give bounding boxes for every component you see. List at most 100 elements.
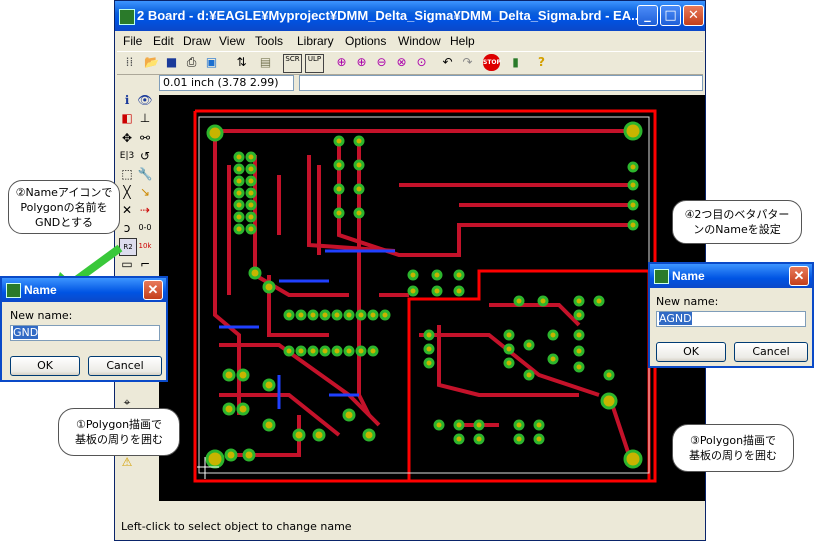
callout-line: ①Polygon描画で xyxy=(75,418,163,431)
errors-icon[interactable]: ⚠ xyxy=(121,455,133,469)
callout-polygon-left: ①Polygon描画で 基板の周りを囲む xyxy=(58,408,180,456)
menu-view[interactable]: View xyxy=(219,34,245,48)
pads xyxy=(205,121,643,469)
ok-button[interactable]: OK xyxy=(656,342,726,362)
dialog-title-bar[interactable]: Name ✕ xyxy=(650,264,812,288)
show-icon[interactable]: 👁 xyxy=(137,93,153,107)
miter-icon[interactable]: ⌐ xyxy=(139,257,151,271)
name-icon[interactable]: R2 xyxy=(119,238,137,256)
eagle-app-icon xyxy=(6,283,21,298)
change-icon[interactable]: 🔧 xyxy=(137,167,153,181)
menu-edit[interactable]: Edit xyxy=(153,34,174,48)
horizontal-scrollbar[interactable] xyxy=(159,501,705,515)
callout-line: ②Nameアイコンで xyxy=(15,186,113,199)
zoom-fit-icon[interactable]: ⊕ xyxy=(336,55,347,69)
open-icon[interactable]: 📂 xyxy=(144,55,159,69)
mark-icon[interactable]: ⊥ xyxy=(139,111,151,125)
callout-line: ③Polygon描画で xyxy=(689,434,777,447)
new-name-label: New name: xyxy=(656,295,719,308)
undo-icon[interactable]: ↶ xyxy=(442,55,453,69)
toolbar: ⁞⁞ 📂 ■ ⎙ ▣ ⇅ ▤ SCR ULP ⊕ ⊕ ⊖ ⊗ ⊙ ↶ ↷ STO… xyxy=(117,51,703,75)
traces xyxy=(213,129,631,457)
mirror-icon[interactable]: E|3 xyxy=(119,151,135,161)
menu-window[interactable]: Window xyxy=(398,34,441,48)
stop-icon[interactable]: STOP xyxy=(483,54,501,71)
minimize-button[interactable]: _ xyxy=(637,5,658,26)
menu-tools[interactable]: Tools xyxy=(255,34,284,48)
copy-icon[interactable]: ⚯ xyxy=(139,131,151,145)
dialog-title: Name xyxy=(24,283,57,297)
callout-line: 基板の周りを囲む xyxy=(75,433,163,446)
info-icon[interactable]: ℹ xyxy=(124,93,130,107)
cancel-button[interactable]: Cancel xyxy=(734,342,808,362)
eagle-app-icon xyxy=(119,9,135,25)
drc-icon[interactable]: ⌖ xyxy=(123,395,131,409)
command-line-input[interactable] xyxy=(299,75,703,91)
add-icon[interactable]: ✕ xyxy=(121,203,133,217)
menu-bar: File Edit Draw View Tools Library Option… xyxy=(117,32,703,50)
smash-icon[interactable]: ▭ xyxy=(121,257,133,271)
airwires xyxy=(219,249,395,409)
callout-name-icon: ②Nameアイコンで Polygonの名前を GNDとする xyxy=(8,180,120,234)
new-name-input[interactable]: GND xyxy=(10,325,160,341)
cancel-button[interactable]: Cancel xyxy=(88,356,162,376)
ok-button[interactable]: OK xyxy=(10,356,80,376)
value-icon[interactable]: 10k xyxy=(138,242,152,250)
gnd-polygon-outline xyxy=(193,109,657,483)
menu-draw[interactable]: Draw xyxy=(183,34,212,48)
callout-line: ンのNameを設定 xyxy=(693,223,781,236)
close-button[interactable]: ✕ xyxy=(683,5,704,26)
delete-icon[interactable]: ↘ xyxy=(139,185,151,199)
zoom-redraw-icon[interactable]: ⊗ xyxy=(396,55,407,69)
callout-line: GNDとする xyxy=(35,216,93,229)
zoom-out-icon[interactable]: ⊖ xyxy=(376,55,387,69)
pcb-drawing xyxy=(193,109,657,483)
zoom-select-icon[interactable]: ⊙ xyxy=(416,55,427,69)
coordinate-display: 0.01 inch (3.78 2.99) xyxy=(159,75,294,91)
library-icon[interactable]: ▤ xyxy=(259,55,272,69)
move-icon[interactable]: ✥ xyxy=(121,131,133,145)
go-icon[interactable]: ▮ xyxy=(512,55,519,69)
ulp-icon[interactable]: ULP xyxy=(305,54,324,73)
new-name-value: AGND xyxy=(659,312,692,325)
maximize-button[interactable]: □ xyxy=(660,5,681,26)
window-title: 2 Board - d:¥EAGLE¥Myproject¥DMM_Delta_S… xyxy=(137,8,642,23)
cursor-crosshair xyxy=(197,457,219,479)
dialog-title: Name xyxy=(672,269,705,283)
display-icon[interactable]: ◧ xyxy=(121,111,133,125)
callout-line: 基板の周りを囲む xyxy=(689,449,777,462)
left-toolbox: ℹ 👁 ◧ ⊥ ✥ ⚯ E|3 ↺ ⬚ 🔧 ╳ ↘ ✕ ⇢ ↄ 0-0 R2 1… xyxy=(117,74,157,514)
save-icon[interactable]: ■ xyxy=(165,55,178,69)
title-bar[interactable]: 2 Board - d:¥EAGLE¥Myproject¥DMM_Delta_S… xyxy=(115,1,705,31)
redo-icon[interactable]: ↷ xyxy=(462,55,473,69)
menu-file[interactable]: File xyxy=(123,34,143,48)
new-name-input[interactable]: AGND xyxy=(656,311,806,327)
menu-options[interactable]: Options xyxy=(345,34,387,48)
dialog-close-button[interactable]: ✕ xyxy=(789,266,809,286)
replace-icon[interactable]: ↄ xyxy=(123,221,131,235)
pinswap-icon[interactable]: ⇢ xyxy=(139,203,151,217)
dialog-close-button[interactable]: ✕ xyxy=(143,280,163,300)
callout-line: ④2つ目のベタパター xyxy=(684,208,790,221)
rotate-icon[interactable]: ↺ xyxy=(139,149,151,163)
paste-icon[interactable]: ╳ xyxy=(123,185,131,199)
menu-library[interactable]: Library xyxy=(297,34,334,48)
board-canvas[interactable] xyxy=(159,95,705,501)
callout-name-second: ④2つ目のベタパター ンのNameを設定 xyxy=(672,200,802,244)
callout-polygon-right: ③Polygon描画で 基板の周りを囲む xyxy=(672,424,794,472)
new-name-label: New name: xyxy=(10,309,73,322)
menu-help[interactable]: Help xyxy=(450,34,475,48)
eagle-board-window: 2 Board - d:¥EAGLE¥Myproject¥DMM_Delta_S… xyxy=(114,0,706,541)
new-name-value: GND xyxy=(13,326,39,339)
eagle-app-icon xyxy=(654,269,669,284)
script-icon[interactable]: SCR xyxy=(283,54,302,73)
switch-icon[interactable]: ⇅ xyxy=(236,55,247,69)
group-icon[interactable]: ⬚ xyxy=(121,167,133,181)
zoom-in-icon[interactable]: ⊕ xyxy=(356,55,367,69)
print-icon[interactable]: ⎙ xyxy=(186,55,197,69)
help-icon[interactable]: ? xyxy=(538,55,545,69)
cam-icon[interactable]: ▣ xyxy=(205,55,218,69)
split-icon[interactable]: 0-0 xyxy=(138,223,152,232)
dialog-title-bar[interactable]: Name ✕ xyxy=(2,278,166,302)
callout-line: Polygonの名前を xyxy=(20,201,108,214)
